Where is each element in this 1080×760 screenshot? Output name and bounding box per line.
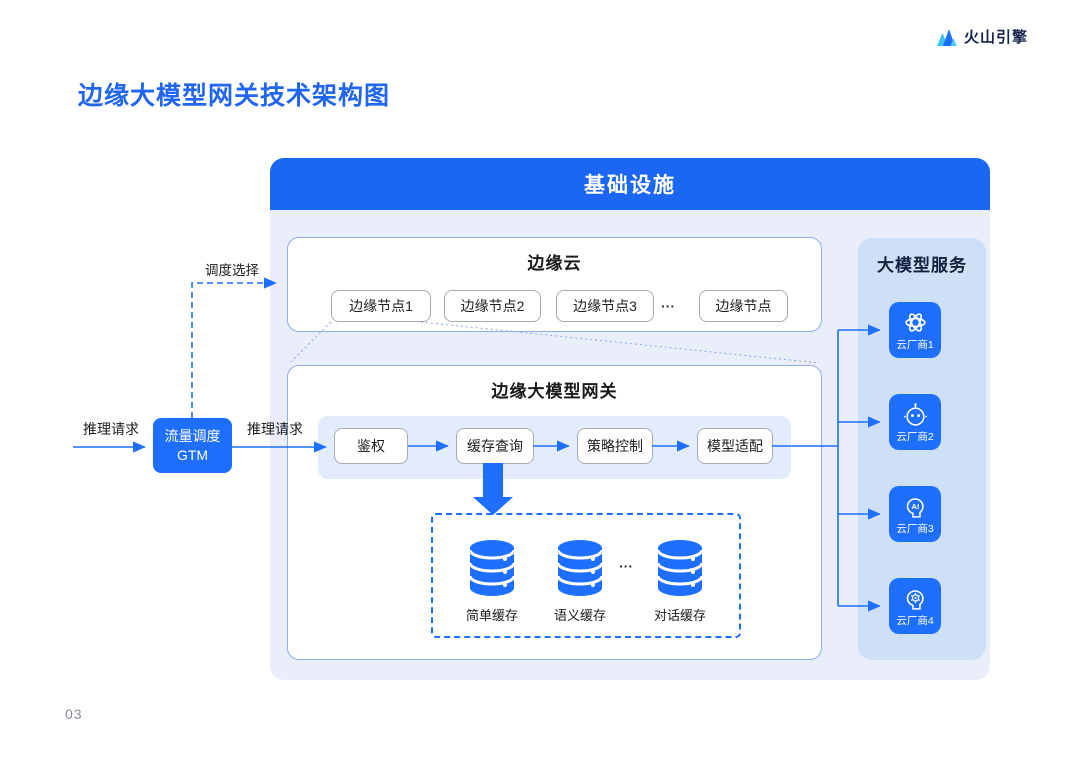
volcengine-logo: 火山引擎	[936, 26, 1028, 47]
provider-label: 云厂商1	[896, 338, 934, 351]
cache-ellipsis: ···	[619, 558, 633, 574]
pipeline-step-policy: 策略控制	[577, 428, 653, 464]
pipeline-step-model-adapt: 模型适配	[697, 428, 773, 464]
edge-cloud-title: 边缘云	[527, 254, 582, 273]
infrastructure-header: 基础设施	[270, 158, 990, 210]
brand-name: 火山引擎	[964, 29, 1029, 46]
database-cylinder-icon	[657, 540, 703, 596]
page-title: 边缘大模型网关技术架构图	[78, 82, 391, 110]
page-number: 03	[65, 706, 83, 722]
gateway-title: 边缘大模型网关	[491, 382, 618, 401]
edge-node-1: 边缘节点1	[331, 290, 431, 322]
gateway-card: 边缘大模型网关 鉴权 缓存查询 策略控制 模型适配 ··· 简单缓存 语义缓存 …	[287, 365, 822, 660]
cache-label-simple: 简单缓存	[465, 608, 518, 623]
provider-cloud-4: 云厂商4	[889, 578, 941, 634]
pipeline-step-auth: 鉴权	[334, 428, 408, 464]
provider-label: 云厂商4	[896, 614, 934, 627]
pipeline-step-cache-query: 缓存查询	[456, 428, 534, 464]
edge-node-2: 边缘节点2	[444, 290, 541, 322]
cache-group-box	[431, 513, 741, 638]
robot-icon	[903, 402, 927, 426]
inference-request-label-right: 推理请求	[247, 421, 303, 437]
edge-nodes-ellipsis: ···	[661, 298, 675, 314]
edge-cloud-card: 边缘云 边缘节点1 边缘节点2 边缘节点3 ··· 边缘节点	[287, 237, 822, 332]
gtm-traffic-scheduler: 流量调度 GTM	[153, 418, 232, 473]
edge-node-n: 边缘节点	[699, 290, 788, 322]
provider-cloud-1: 云厂商1	[889, 302, 941, 358]
gtm-label-line1: 流量调度	[164, 427, 221, 444]
cache-label-semantic: 语义缓存	[553, 608, 606, 623]
provider-label: 云厂商2	[896, 430, 934, 443]
arrow-scheduling-select	[191, 277, 277, 418]
database-cylinder-icon	[557, 540, 603, 596]
gtm-label-line2: GTM	[176, 446, 209, 463]
openai-icon	[904, 312, 926, 332]
scheduling-select-label: 调度选择	[205, 263, 259, 278]
model-services-panel: 大模型服务 云厂商1 云厂商2 AI	[858, 238, 986, 660]
volcano-mountain-icon	[937, 28, 957, 46]
provider-cloud-2: 云厂商2	[889, 394, 941, 450]
inference-request-label-left: 推理请求	[83, 421, 139, 437]
ai-head-icon: AI	[906, 497, 924, 518]
database-cylinder-icon	[469, 540, 515, 596]
brain-gear-head-icon	[906, 589, 924, 610]
edge-node-3: 边缘节点3	[556, 290, 654, 322]
cache-label-dialog: 对话缓存	[653, 608, 706, 623]
model-services-title: 大模型服务	[877, 256, 967, 275]
svg-text:AI: AI	[911, 502, 919, 511]
provider-label: 云厂商3	[896, 522, 934, 535]
provider-cloud-3: AI 云厂商3	[889, 486, 941, 542]
